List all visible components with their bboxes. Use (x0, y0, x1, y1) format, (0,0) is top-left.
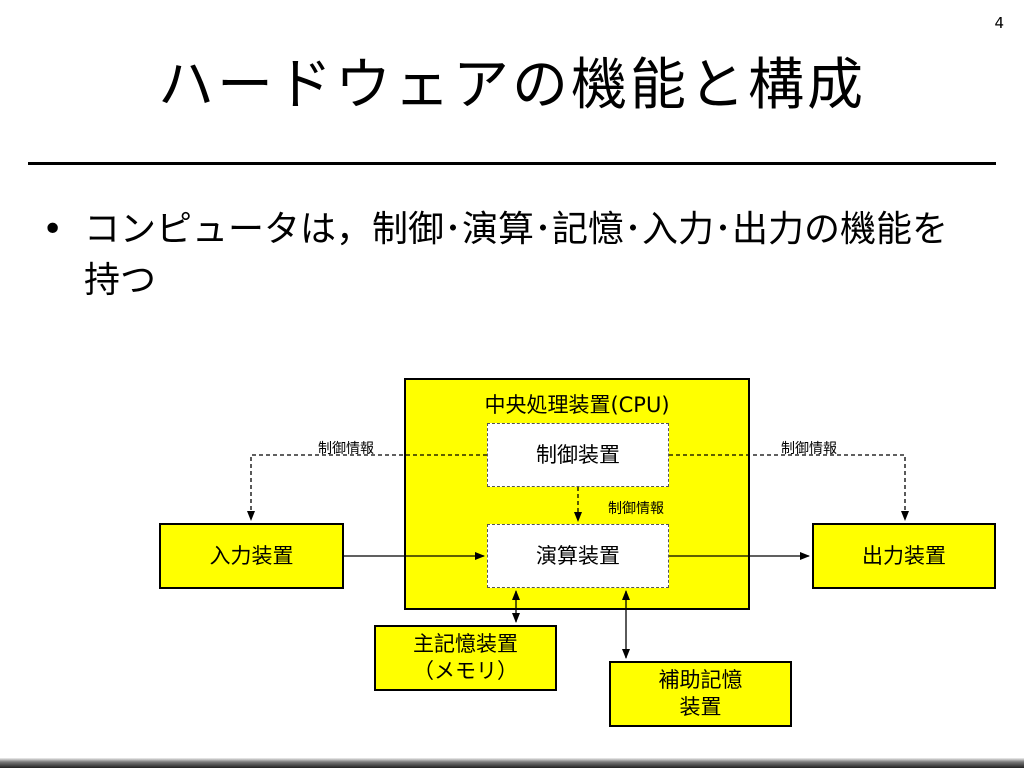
control-info-label-right: 制御情報 (781, 441, 837, 457)
output-device-box: 出力装置 (812, 523, 996, 589)
control-line-to-output (669, 454, 909, 521)
main-memory-box: 主記憶装置 （メモリ） (374, 625, 557, 691)
control-info-label-left: 制御情報 (318, 441, 374, 457)
title-divider (28, 162, 996, 165)
bullet-icon: • (42, 209, 64, 250)
page-number: 4 (994, 14, 1004, 32)
auxiliary-storage-box: 補助記憶 装置 (609, 661, 792, 727)
bullet-item: • コンピュータは，制御･演算･記憶･入力･出力の機能を持つ (42, 204, 962, 306)
cpu-label: 中央処理装置(CPU) (484, 393, 670, 417)
slide-title: ハードウェアの機能と構成 (158, 53, 866, 118)
control-unit-box: 制御装置 (487, 423, 669, 487)
input-device-box: 入力装置 (159, 523, 344, 589)
bullet-text: コンピュータは，制御･演算･記憶･入力･出力の機能を持つ (84, 209, 949, 301)
arithmetic-unit-box: 演算装置 (487, 524, 669, 588)
bottom-bar (0, 758, 1024, 768)
control-info-label-center: 制御情報 (608, 501, 664, 517)
control-line-to-input (247, 454, 487, 521)
